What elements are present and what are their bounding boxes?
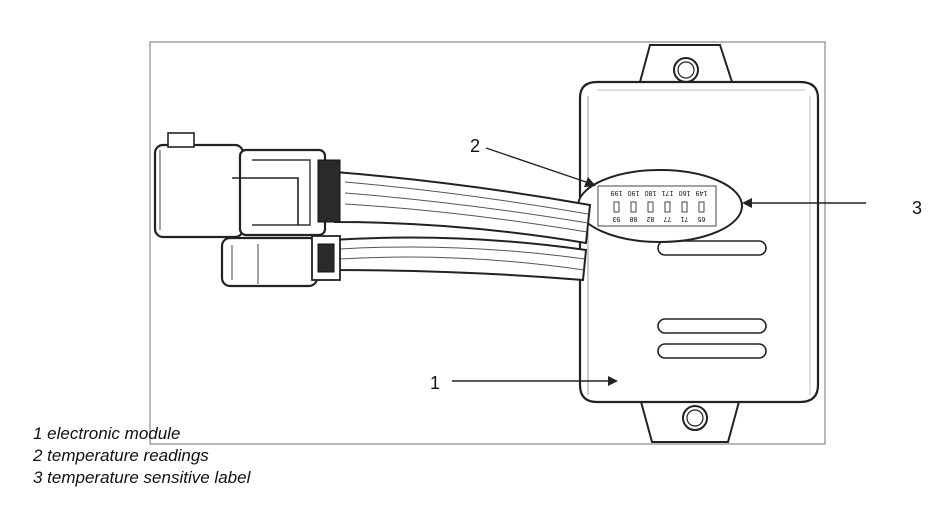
legend-item: 2 temperature readings bbox=[33, 446, 209, 465]
legend-item: 3 temperature sensitive label bbox=[33, 468, 251, 487]
reading-low: 71 bbox=[681, 215, 689, 222]
legend-item: 1 electronic module bbox=[33, 424, 181, 443]
callout-arrowhead-2 bbox=[584, 177, 596, 187]
reading-low: 82 bbox=[647, 215, 655, 222]
callout-number-1: 1 bbox=[430, 373, 440, 393]
vent-slot bbox=[657, 240, 767, 256]
reading-low: 93 bbox=[613, 215, 621, 222]
reading-high: 160 bbox=[679, 189, 691, 196]
callout-arrowhead-3 bbox=[742, 198, 752, 208]
upper-mounting-tab bbox=[638, 44, 734, 83]
vent-slot bbox=[657, 318, 767, 334]
reading-low: 65 bbox=[698, 215, 706, 222]
reading-high: 171 bbox=[662, 189, 674, 196]
reading-low: 77 bbox=[664, 215, 672, 222]
reading-high: 180 bbox=[645, 189, 657, 196]
callout-arrowhead-1 bbox=[608, 376, 618, 386]
electronic-module-body bbox=[578, 80, 820, 404]
illustration-frame bbox=[149, 41, 826, 445]
callout-number-3: 3 bbox=[912, 198, 922, 218]
lower-connector bbox=[220, 235, 341, 288]
reading-high: 149 bbox=[696, 189, 708, 196]
callout-number-2: 2 bbox=[470, 136, 480, 156]
vent-slot bbox=[657, 343, 767, 359]
lower-wire-harness bbox=[329, 236, 588, 282]
upper-wire-harness bbox=[334, 170, 592, 245]
reading-high: 199 bbox=[611, 189, 623, 196]
callout-arrow-2 bbox=[485, 147, 587, 183]
reading-high: 190 bbox=[628, 189, 640, 196]
reading-low: 88 bbox=[630, 215, 638, 222]
temperature-sensitive-label: 199 190 180 171 160 149 93 88 82 77 71 6… bbox=[577, 169, 743, 243]
lower-mounting-tab bbox=[638, 397, 742, 443]
upper-connector bbox=[153, 132, 341, 239]
legend: 1 electronic module 2 temperature readin… bbox=[33, 423, 250, 489]
